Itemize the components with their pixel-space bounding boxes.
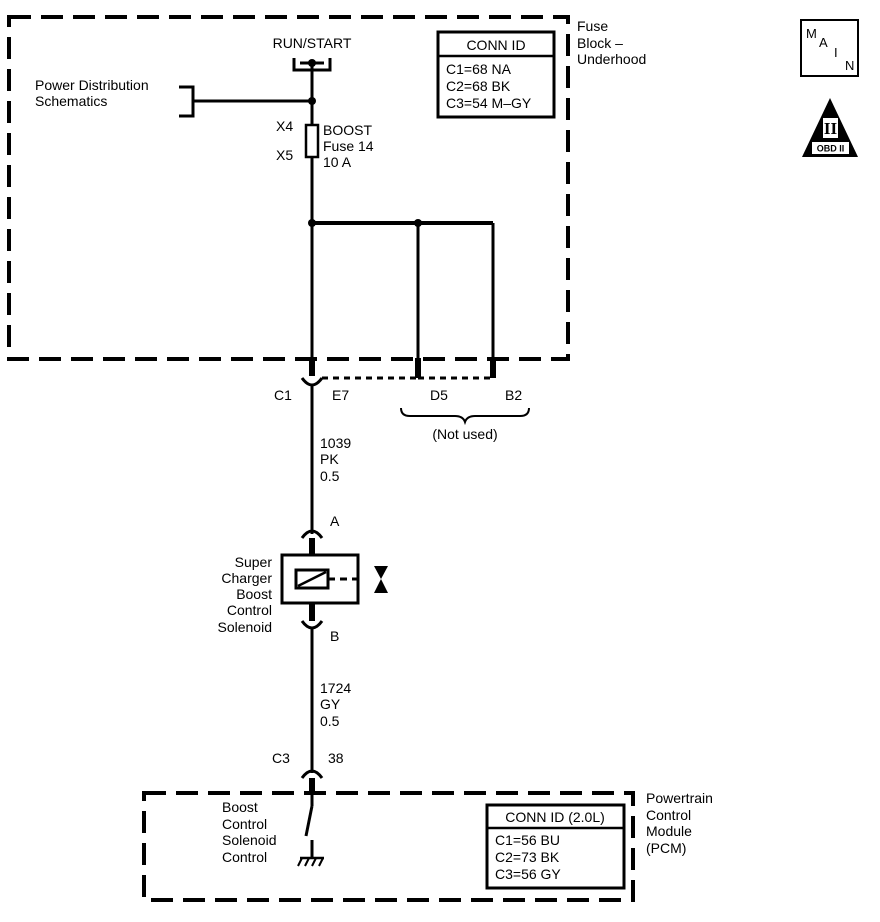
solenoid-name-5: Solenoid bbox=[218, 619, 273, 635]
pcm-label-3: Module bbox=[646, 823, 692, 839]
not-used-brace bbox=[400, 407, 530, 426]
pin-b2 bbox=[490, 358, 496, 378]
power-dist-label-1: Power Distribution bbox=[35, 77, 149, 93]
splice-bus-left bbox=[308, 219, 316, 227]
not-used-label: (Not used) bbox=[432, 426, 497, 442]
wire1-number: 1039 bbox=[320, 435, 351, 451]
fuse-conn-title: CONN ID bbox=[466, 37, 525, 53]
main-nav-icon[interactable]: M A I N bbox=[800, 19, 859, 77]
conn-c1-label: C1 bbox=[274, 387, 292, 403]
obd-numeral: II bbox=[824, 119, 838, 138]
main-icon-i: I bbox=[834, 45, 838, 60]
fuse-block-label-1: Fuse bbox=[577, 18, 608, 34]
pin-d5 bbox=[415, 358, 421, 378]
pcm-label-4: (PCM) bbox=[646, 840, 686, 856]
wire2-color: GY bbox=[320, 696, 341, 712]
solenoid-name-4: Control bbox=[227, 602, 272, 618]
fuse-conn-row-2: C2=68 BK bbox=[446, 78, 511, 94]
power-dist-bracket bbox=[179, 85, 312, 118]
wire2-number: 1724 bbox=[320, 680, 351, 696]
pcm-conn-title: CONN ID (2.0L) bbox=[505, 809, 605, 825]
pin-b-label: B bbox=[330, 628, 339, 644]
obd-text: OBD II bbox=[817, 144, 845, 154]
pcm-boundary bbox=[142, 791, 635, 902]
pcm-conn-row-3: C3=56 GY bbox=[495, 866, 561, 882]
solenoid-name-2: Charger bbox=[221, 570, 272, 586]
pcm-internal-4: Control bbox=[222, 849, 267, 865]
pcm-conn-row-2: C2=73 BK bbox=[495, 849, 560, 865]
fuse-block-label-3: Underhood bbox=[577, 51, 646, 67]
boost-fuse-symbol bbox=[304, 123, 320, 159]
main-icon-m: M bbox=[806, 26, 817, 41]
pcm-switch-symbol bbox=[297, 794, 324, 867]
pcm-internal-3: Solenoid bbox=[222, 832, 277, 848]
fuse-name-3: 10 A bbox=[323, 154, 352, 170]
fuse-conn-id-box: CONN ID C1=68 NA C2=68 BK C3=54 M–GY bbox=[436, 30, 556, 119]
obd-ii-icon[interactable]: II OBD II bbox=[802, 98, 858, 157]
pin-e7 bbox=[309, 358, 315, 376]
wire2-gauge: 0.5 bbox=[320, 713, 340, 729]
pin-a-label: A bbox=[330, 513, 340, 529]
fuse-conn-row-3: C3=54 M–GY bbox=[446, 95, 532, 111]
pcm-conn-id-box: CONN ID (2.0L) C1=56 BU C2=73 BK C3=56 G… bbox=[485, 803, 626, 890]
wire1-color: PK bbox=[320, 451, 339, 467]
fuse-conn-row-1: C1=68 NA bbox=[446, 61, 512, 77]
pcm-conn-row-1: C1=56 BU bbox=[495, 832, 560, 848]
conn-d5-label: D5 bbox=[430, 387, 448, 403]
fuse-block-label-2: Block – bbox=[577, 35, 623, 51]
connector-a bbox=[300, 529, 324, 539]
conn-b2-label: B2 bbox=[505, 387, 522, 403]
solenoid-name-3: Boost bbox=[236, 586, 272, 602]
splice-power bbox=[308, 97, 316, 105]
conn-c3-label: C3 bbox=[272, 750, 290, 766]
connector-b bbox=[300, 620, 324, 630]
power-dist-label-2: Schematics bbox=[35, 93, 107, 109]
conn-e7-label: E7 bbox=[332, 387, 349, 403]
connector-c1-e7 bbox=[300, 377, 324, 387]
main-icon-n: N bbox=[845, 58, 854, 73]
pcm-internal-2: Control bbox=[222, 816, 267, 832]
wire1-gauge: 0.5 bbox=[320, 468, 340, 484]
fuse-x5: X5 bbox=[276, 147, 293, 163]
main-icon-a: A bbox=[819, 35, 828, 50]
conn-pin-38-label: 38 bbox=[328, 750, 344, 766]
fuse-name-1: BOOST bbox=[323, 122, 372, 138]
fuse-name-2: Fuse 14 bbox=[323, 138, 374, 154]
connector-c3 bbox=[300, 769, 324, 779]
pcm-label-2: Control bbox=[646, 807, 691, 823]
fuse-x4: X4 bbox=[276, 118, 293, 134]
solenoid-symbol bbox=[280, 553, 388, 605]
solenoid-name-1: Super bbox=[235, 554, 273, 570]
pcm-label-1: Powertrain bbox=[646, 790, 713, 806]
run-start-label: RUN/START bbox=[273, 35, 352, 51]
pcm-internal-1: Boost bbox=[222, 799, 258, 815]
